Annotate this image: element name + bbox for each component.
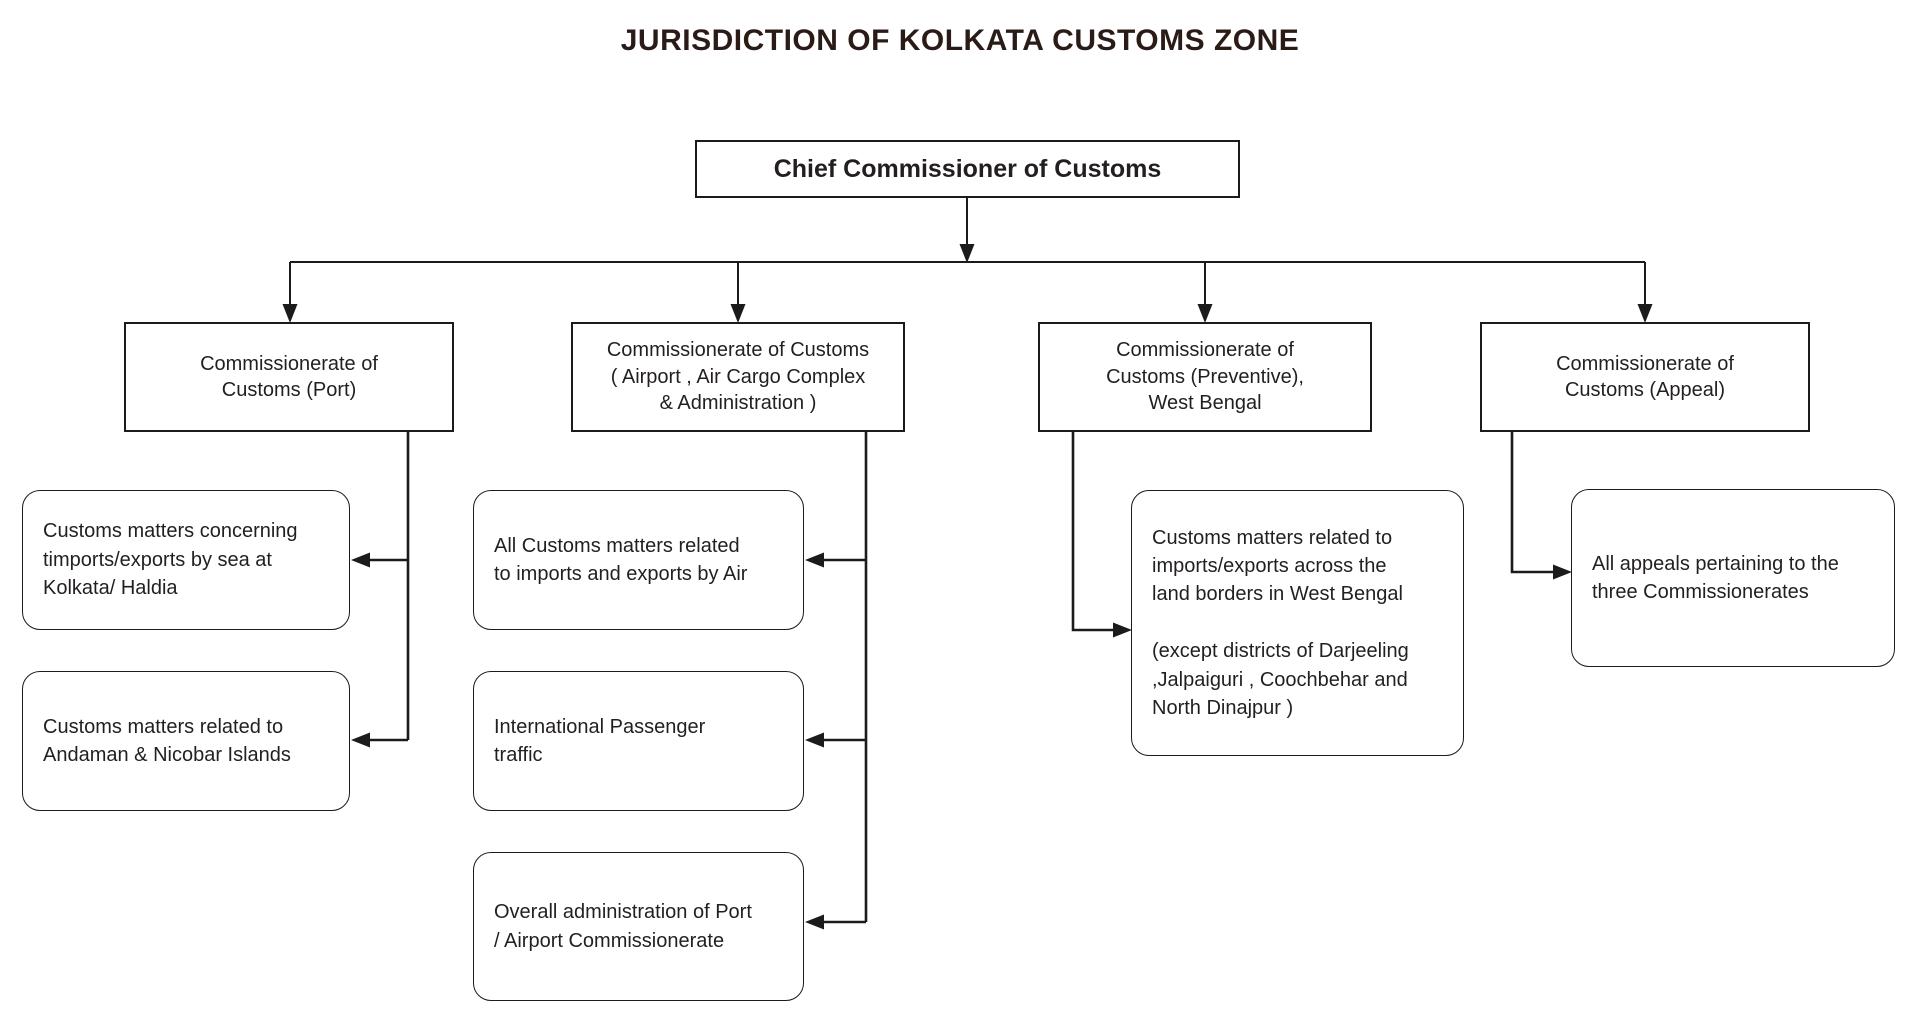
branch-node-appeal: Commissionerate of Customs (Appeal) bbox=[1480, 322, 1810, 432]
arrowhead-airport bbox=[730, 304, 746, 323]
arrowhead-airport-child-2 bbox=[805, 732, 824, 748]
arrowhead-airport-child-1 bbox=[805, 552, 824, 568]
leaf-node-airport-administration: Overall administration of Port / Airport… bbox=[473, 852, 804, 1001]
arrowhead-preventive bbox=[1197, 304, 1213, 323]
leaf-node-port-sea-matters: Customs matters concerning timports/expo… bbox=[22, 490, 350, 630]
arrowhead-port bbox=[282, 304, 298, 323]
branch-node-airport: Commissionerate of Customs ( Airport , A… bbox=[571, 322, 905, 432]
arrowhead-port-child-2 bbox=[351, 732, 370, 748]
arrowhead-appeal-child-1 bbox=[1553, 564, 1572, 580]
leaf-node-airport-passenger-traffic: International Passenger traffic bbox=[473, 671, 804, 811]
leaf-node-port-andaman-nicobar: Customs matters related to Andaman & Nic… bbox=[22, 671, 350, 811]
leaf-node-airport-air-matters: All Customs matters related to imports a… bbox=[473, 490, 804, 630]
arrowhead-port-child-1 bbox=[351, 552, 370, 568]
connector-appeal-child-1 bbox=[1510, 432, 1554, 574]
arrowhead-preventive-child-1 bbox=[1113, 622, 1132, 638]
root-node-chief-commissioner: Chief Commissioner of Customs bbox=[695, 140, 1240, 198]
arrowhead-appeal bbox=[1637, 304, 1653, 323]
arrowhead-airport-child-3 bbox=[805, 914, 824, 930]
leaf-node-preventive-land-borders: Customs matters related to imports/expor… bbox=[1131, 490, 1464, 756]
page-title: JURISDICTION OF KOLKATA CUSTOMS ZONE bbox=[620, 24, 1300, 57]
tree-connectors bbox=[282, 198, 1653, 323]
connector-preventive-child-1 bbox=[1071, 432, 1114, 632]
arrowhead-root bbox=[959, 244, 975, 263]
branch-node-port: Commissionerate of Customs (Port) bbox=[124, 322, 454, 432]
leaf-node-appeal-all-appeals: All appeals pertaining to the three Comm… bbox=[1571, 489, 1895, 667]
branch-node-preventive: Commissionerate of Customs (Preventive),… bbox=[1038, 322, 1372, 432]
